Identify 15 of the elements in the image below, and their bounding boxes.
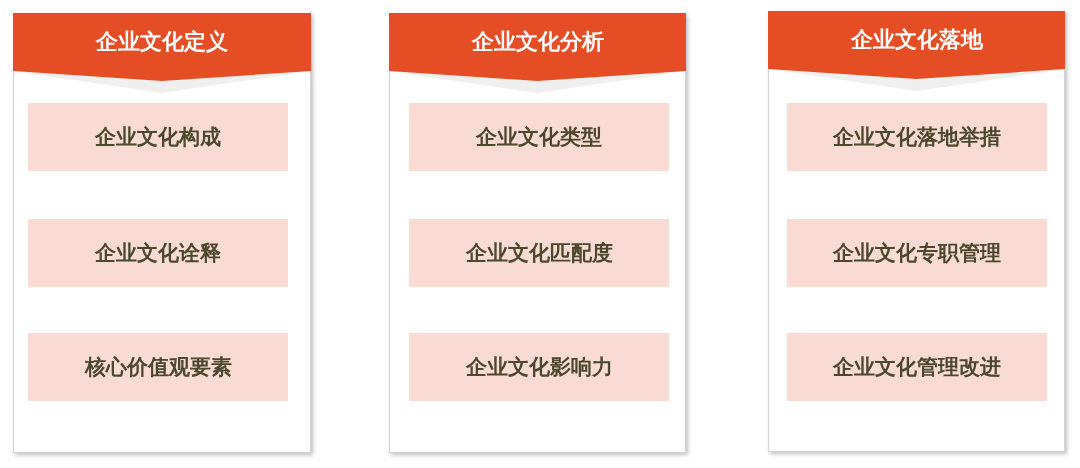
item-box: 企业文化影响力 — [409, 333, 669, 401]
header-banner: 企业文化分析 — [389, 13, 686, 93]
card — [389, 13, 686, 453]
header-banner: 企业文化定义 — [13, 13, 311, 93]
item-box: 企业文化诠释 — [28, 219, 288, 287]
item-box: 企业文化专职管理 — [787, 219, 1047, 287]
item-box: 企业文化管理改进 — [787, 333, 1047, 401]
item-box: 企业文化匹配度 — [409, 219, 669, 287]
item-box: 核心价值观要素 — [28, 333, 288, 401]
item-box: 企业文化类型 — [409, 103, 669, 171]
item-box: 企业文化构成 — [28, 103, 288, 171]
header-banner: 企业文化落地 — [768, 11, 1065, 91]
item-box: 企业文化落地举措 — [787, 103, 1047, 171]
card — [13, 13, 311, 453]
card — [768, 11, 1065, 452]
